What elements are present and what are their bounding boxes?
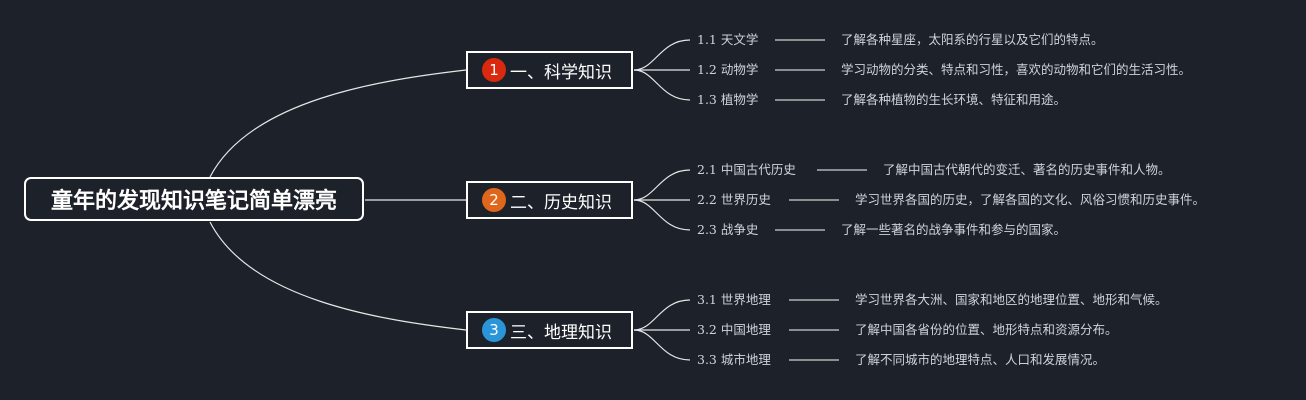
branch-title: 三、地理知识 — [510, 322, 612, 343]
topic-label-2-3[interactable]: 2.3 战争史 — [697, 222, 759, 237]
topic-desc-3-3[interactable]: 了解不同城市的地理特点、人口和发展情况。 — [855, 352, 1106, 367]
branch-1-leaf-1-line — [633, 39, 691, 71]
topic-desc-2-3[interactable]: 了解一些著名的战争事件和参与的国家。 — [841, 222, 1067, 237]
branch-title: 二、历史知识 — [510, 192, 612, 213]
root-to-branch-3-line — [209, 221, 467, 331]
branch-3-leaf-3-line — [633, 329, 691, 361]
root-node[interactable]: 童年的发现知识笔记简单漂亮 — [24, 177, 364, 221]
topic-label-2-2[interactable]: 2.2 世界历史 — [697, 192, 771, 207]
branch-node-science[interactable]: 1 一、科学知识 — [466, 51, 633, 89]
topic-desc-3-1[interactable]: 学习世界各大洲、国家和地区的地理位置、地形和气候。 — [855, 292, 1168, 307]
topic-desc-1-1[interactable]: 了解各种星座，太阳系的行星以及它们的特点。 — [841, 32, 1104, 47]
topic-desc-1-2[interactable]: 学习动物的分类、特点和习性，喜欢的动物和它们的生活习性。 — [841, 62, 1192, 77]
number-badge-icon: 2 — [482, 188, 506, 212]
topic-label-2-1[interactable]: 2.1 中国古代历史 — [697, 162, 796, 177]
root-to-branch-1-line — [209, 69, 467, 178]
topic-desc-2-1[interactable]: 了解中国古代朝代的变迁、著名的历史事件和人物。 — [883, 162, 1171, 177]
branch-2-leaf-1-line — [633, 169, 691, 201]
topic-label-3-1[interactable]: 3.1 世界地理 — [697, 292, 771, 307]
branch-1-leaf-3-line — [633, 69, 691, 101]
number-badge-icon: 3 — [482, 318, 506, 342]
branch-title: 一、科学知识 — [510, 62, 612, 83]
branch-node-history[interactable]: 2 二、历史知识 — [466, 181, 633, 219]
topic-desc-1-3[interactable]: 了解各种植物的生长环境、特征和用途。 — [841, 92, 1067, 107]
root-title: 童年的发现知识笔记简单漂亮 — [50, 189, 337, 214]
topic-desc-2-2[interactable]: 学习世界各国的历史，了解各国的文化、风俗习惯和历史事件。 — [855, 192, 1206, 207]
branch-node-geography[interactable]: 3 三、地理知识 — [466, 311, 633, 349]
branch-2-leaf-3-line — [633, 199, 691, 231]
topic-label-3-3[interactable]: 3.3 城市地理 — [697, 352, 771, 367]
number-badge-icon: 1 — [482, 58, 506, 82]
topic-desc-3-2[interactable]: 了解中国各省份的位置、地形特点和资源分布。 — [855, 322, 1118, 337]
topic-label-1-1[interactable]: 1.1 天文学 — [697, 32, 759, 47]
topic-label-1-2[interactable]: 1.2 动物学 — [697, 62, 759, 77]
branch-3-leaf-1-line — [633, 299, 691, 331]
topic-label-1-3[interactable]: 1.3 植物学 — [697, 92, 759, 107]
topic-label-3-2[interactable]: 3.2 中国地理 — [697, 322, 771, 337]
